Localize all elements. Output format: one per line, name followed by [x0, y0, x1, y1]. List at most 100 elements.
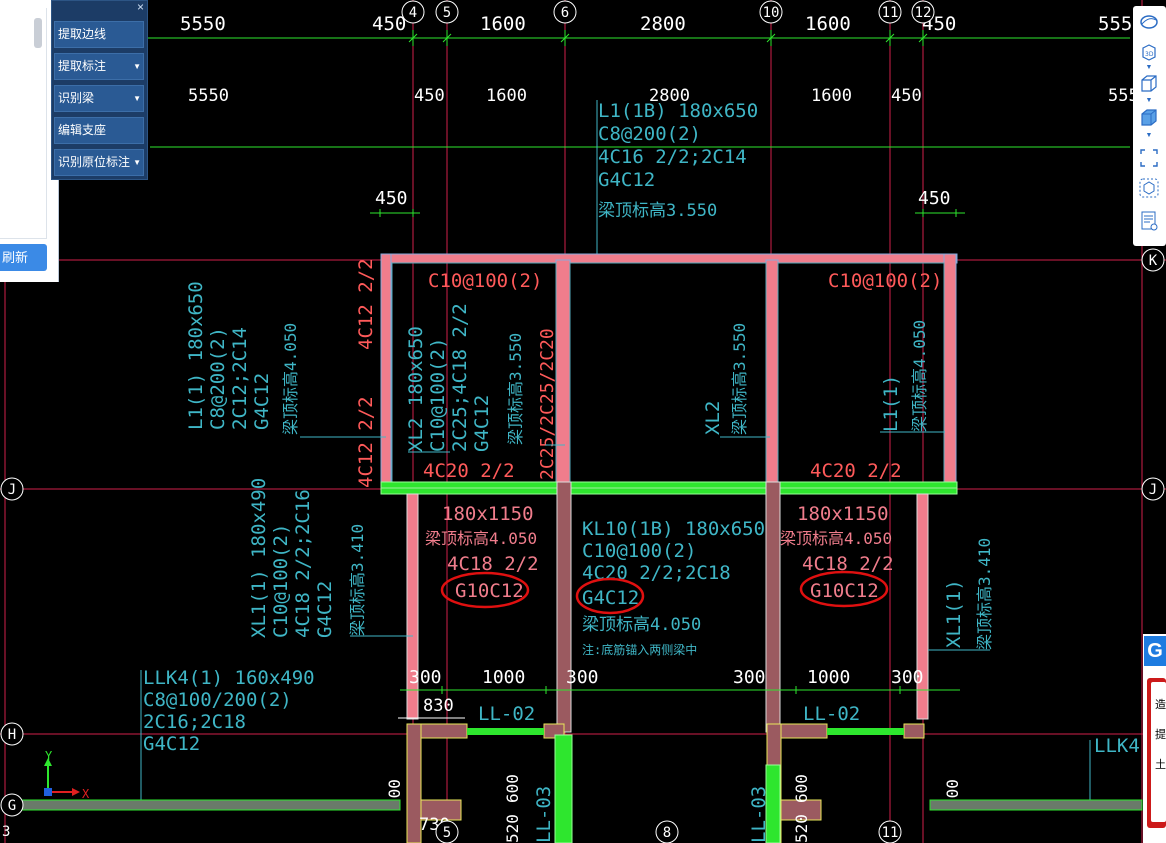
- ucs-x-arrow: [72, 788, 80, 796]
- axis-bubble-left-label: J: [8, 482, 16, 498]
- dim-label: 300: [891, 667, 924, 688]
- cube-filled-icon[interactable]: [1139, 108, 1159, 128]
- annotation-line: C10@100(2): [270, 524, 292, 638]
- ucs-y-arrow: [44, 758, 52, 766]
- beam-lower-left: [406, 493, 419, 720]
- dim-label: 450: [375, 188, 408, 209]
- rebar-label: 4C18 2/2: [447, 553, 539, 575]
- beam-elevation-label: 梁顶标高4.050: [281, 323, 300, 435]
- axis-bubble-top-label: 10: [763, 5, 780, 21]
- dim-label: 300: [409, 667, 442, 688]
- dimension-tick: [885, 33, 895, 43]
- annotation-line: G4C12: [251, 373, 273, 430]
- coupling-beam: [467, 728, 544, 735]
- list-scrollbar[interactable]: [34, 18, 42, 48]
- chevron-down-icon[interactable]: ▼: [1145, 97, 1153, 104]
- rebar-label: 4C20 2/2: [423, 460, 515, 482]
- annotation-line: LLK4(1) 160x490: [143, 667, 315, 689]
- annotation-line: C10@100(2): [427, 338, 449, 452]
- cube-outline-icon[interactable]: [1139, 74, 1159, 94]
- beam-label-vertical: L1(1): [880, 375, 902, 432]
- refresh-button[interactable]: 刷新: [0, 244, 47, 271]
- chevron-down-icon[interactable]: ▼: [1145, 64, 1153, 71]
- second-dim-label: 555: [1108, 86, 1139, 106]
- select-3d-icon[interactable]: [1139, 178, 1159, 198]
- top-dim-label: 1600: [480, 13, 526, 35]
- highlight-ellipse: [575, 577, 645, 615]
- view-3d-icon[interactable]: 3D: [1139, 42, 1159, 62]
- chevron-down-icon[interactable]: ▼: [1145, 132, 1153, 139]
- axis-bubble-right-label: K: [1149, 253, 1158, 269]
- beam-elevation-label: 梁顶标高4.050: [425, 529, 537, 548]
- chevron-down-icon[interactable]: ▼: [133, 94, 141, 103]
- beam-left-upper: [380, 253, 392, 491]
- view-toolbar: 3D ▼ ▼ ▼: [1133, 6, 1166, 246]
- axis-bubble-bottom-bubble: [655, 820, 679, 843]
- stirrup-label: C10@100(2): [828, 270, 942, 292]
- axis-bubble-bottom-bubble: [435, 820, 459, 843]
- beam-label-vertical: XL1(1): [943, 579, 965, 648]
- dim-label: 520: [792, 814, 811, 843]
- coupling-beam-label: LL-02: [478, 703, 535, 725]
- extract-edge-button[interactable]: 提取边线: [54, 21, 144, 48]
- axis-bubble-bottom-label: 5: [443, 825, 451, 841]
- axis-bubble-bottom-label: 11: [882, 825, 899, 841]
- annotation-line: XL2 180x650: [405, 326, 427, 452]
- recognize-beam-button[interactable]: 识别梁▼: [54, 85, 144, 112]
- dim-label: 520: [503, 814, 522, 843]
- axis-bubble-top-label: 11: [882, 5, 899, 21]
- dim-label: 600: [792, 774, 811, 803]
- extract-annotation-button[interactable]: 提取标注▼: [54, 53, 144, 80]
- beam-label-vertical: XL2: [702, 401, 724, 435]
- coupling-beam-label: LL-02: [803, 703, 860, 725]
- annotation-line: C10@100(2): [582, 540, 696, 562]
- annotation-line: C8@100/200(2): [143, 689, 292, 711]
- rebar-label-vertical: 2C25/2C25/2C20: [537, 328, 558, 480]
- annotation-line: XL1(1) 180x490: [248, 478, 270, 638]
- wall-segment: [420, 799, 462, 821]
- close-icon[interactable]: ×: [136, 0, 144, 14]
- wall-segment: [903, 723, 925, 739]
- second-dim-label: 450: [414, 86, 445, 106]
- beam-elevation-label: 梁顶标高3.550: [598, 201, 717, 221]
- top-dim-label: 5550: [180, 13, 226, 35]
- property-list[interactable]: [0, 8, 47, 239]
- axis-bubble-top-label: 5: [443, 5, 451, 21]
- recognize-in-situ-annotation-button[interactable]: 识别原位标注▼: [54, 149, 144, 176]
- second-dim-label: 5550: [188, 86, 229, 106]
- properties-icon[interactable]: [1139, 210, 1159, 231]
- side-rebar-label: G10C12: [455, 580, 524, 602]
- fullscreen-icon[interactable]: [1139, 148, 1159, 168]
- annotation-line: G4C12: [314, 581, 336, 638]
- tool-label: 提取边线: [58, 27, 107, 41]
- axis-bubble-left-bubble: [0, 793, 24, 817]
- orbit-icon[interactable]: [1139, 12, 1159, 32]
- column-middle-left: [556, 481, 572, 733]
- axis-bubble-top-bubble: [911, 0, 935, 24]
- dimension-tick: [408, 33, 418, 43]
- edit-support-button[interactable]: 编辑支座: [54, 117, 144, 144]
- beam-lower-right: [916, 493, 929, 720]
- beam-elevation-label: 梁顶标高3.410: [348, 524, 367, 636]
- dim-label: 300: [733, 667, 766, 688]
- axis-bubble-top-bubble: [759, 0, 783, 24]
- axis-bubble-top-bubble: [401, 0, 425, 24]
- annotation-line: 2C25;4C18 2/2: [449, 303, 471, 452]
- highlight-ellipse: [440, 571, 530, 609]
- column-middle-right: [765, 481, 781, 733]
- axis-bubble-right-bubble: [1141, 248, 1165, 272]
- top-dim-label: 450: [372, 13, 406, 35]
- beam-elevation-label: 梁顶标高3.550: [506, 333, 525, 445]
- axis-bubble-right-label: J: [1149, 482, 1157, 498]
- floating-assistant-widget[interactable]: G 造 提 土: [1143, 634, 1166, 843]
- chevron-down-icon[interactable]: ▼: [133, 158, 141, 167]
- beam-label-partial: LLK4(: [1094, 735, 1151, 757]
- dim-label: 300: [566, 667, 599, 688]
- annotation-line: KL10(1B) 180x650: [582, 518, 765, 540]
- axis-bubble-label: 3: [2, 824, 10, 840]
- chevron-down-icon[interactable]: ▼: [133, 62, 141, 71]
- axis-bubble-top-bubble: [435, 0, 459, 24]
